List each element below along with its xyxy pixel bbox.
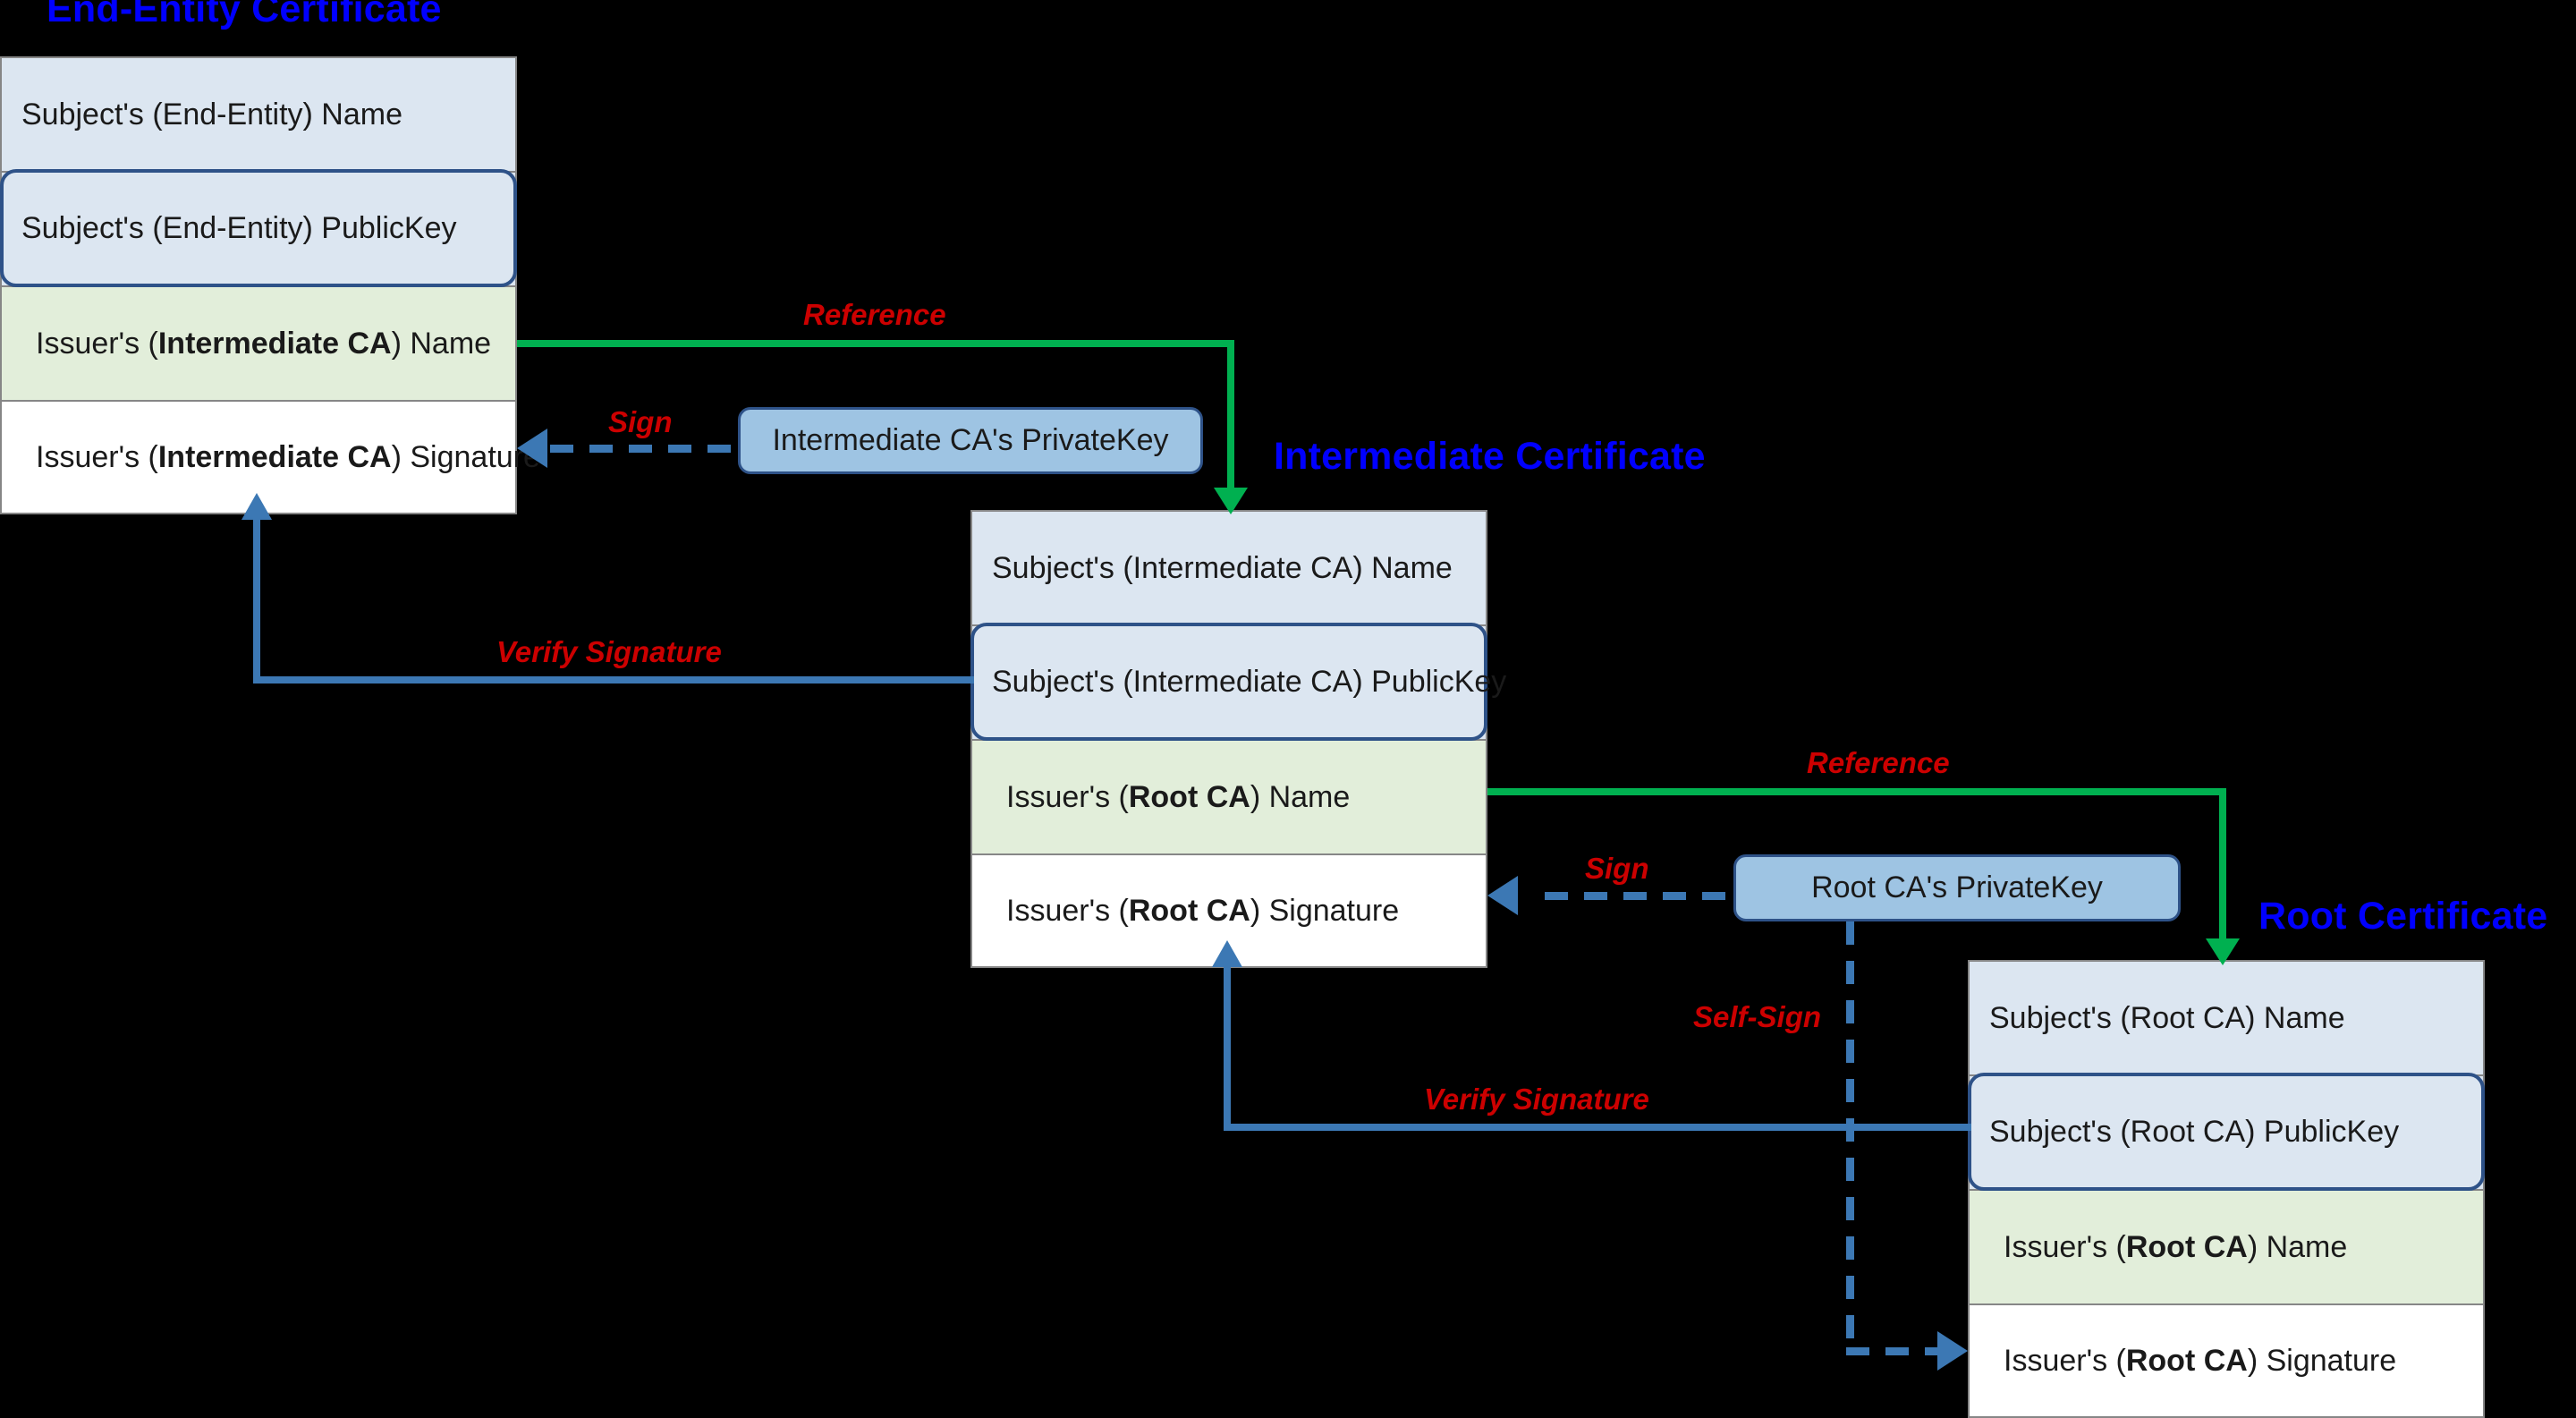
sign-edge-1-line [550, 445, 742, 453]
row-label: Issuer's (Root CA) Name [1006, 779, 1351, 814]
end-entity-certificate-title: End-Entity Certificate [47, 0, 442, 30]
sign-edge-1-arrowhead [517, 429, 547, 468]
row-label: Subject's (Intermediate CA) PublicKey [992, 664, 1507, 699]
intermediate-certificate-title: Intermediate Certificate [1274, 435, 1706, 478]
root-certificate-title: Root Certificate [2258, 895, 2548, 938]
reference-edge-1-arrowhead [1214, 488, 1248, 514]
intermediate-ca-privatekey-box[interactable]: Intermediate CA's PrivateKey [738, 407, 1203, 474]
row-label: Issuer's (Root CA) Name [2004, 1229, 2348, 1264]
reference-edge-2-arrowhead [2206, 938, 2240, 965]
reference-label-2: Reference [1807, 746, 1950, 779]
end-entity-certificate: Subject's (End-Entity) Name Subject's (E… [0, 56, 540, 514]
sign-edge-2-arrowhead [1487, 876, 1518, 915]
root-ca-privatekey-box[interactable]: Root CA's PrivateKey [1733, 854, 2181, 921]
sign-edge-2-line [1545, 892, 1737, 900]
root-publickey-row: Subject's (Root CA) PublicKey [1968, 1073, 2485, 1191]
sign-label-2: Sign [1585, 852, 1649, 885]
row-subject-name: Subject's (End-Entity) Name [0, 56, 517, 171]
self-sign-label: Self-Sign [1693, 1000, 1822, 1033]
privatekey-label: Intermediate CA's PrivateKey [772, 423, 1169, 457]
row-label: Subject's (Root CA) Name [1989, 1000, 2345, 1035]
row-subject-name: Subject's (Intermediate CA) Name [970, 510, 1487, 624]
intermediate-publickey-row: Subject's (Intermediate CA) PublicKey [970, 623, 1506, 741]
reference-edge-1-horizontal [517, 340, 1234, 347]
row-label: Issuer's (Root CA) Signature [2004, 1343, 2397, 1378]
sign-label-1: Sign [608, 405, 673, 438]
row-label: Subject's (End-Entity) PublicKey [21, 210, 457, 245]
row-label: Issuer's (Intermediate CA) Name [36, 326, 492, 361]
privatekey-label: Root CA's PrivateKey [1811, 870, 2103, 904]
row-issuer-name: Issuer's (Root CA) Name [1968, 1189, 2485, 1303]
verify-edge-1-vertical [253, 519, 260, 684]
verify-edge-1-arrowhead [242, 493, 272, 520]
reference-edge-2-vertical [2219, 788, 2226, 945]
verify-edge-2-vertical [1224, 966, 1231, 1131]
row-issuer-name: Issuer's (Intermediate CA) Name [0, 285, 517, 400]
self-sign-edge-vertical [1846, 921, 1854, 1355]
row-label: Issuer's (Intermediate CA) Signature [36, 439, 540, 474]
row-label: Subject's (End-Entity) Name [21, 97, 402, 132]
row-issuer-signature: Issuer's (Root CA) Signature [1968, 1303, 2485, 1418]
verify-edge-1-horizontal [253, 676, 974, 684]
verify-signature-label-1: Verify Signature [496, 635, 722, 668]
end-entity-publickey-row: Subject's (End-Entity) PublicKey [0, 169, 517, 287]
row-subject-name: Subject's (Root CA) Name [1968, 960, 2485, 1074]
self-sign-edge-arrowhead [1937, 1331, 1968, 1371]
reference-label-1: Reference [803, 298, 946, 331]
verify-signature-label-2: Verify Signature [1424, 1083, 1649, 1116]
row-label: Issuer's (Root CA) Signature [1006, 893, 1400, 928]
reference-edge-2-horizontal [1487, 788, 2226, 795]
row-issuer-signature: Issuer's (Intermediate CA) Signature [0, 400, 540, 514]
row-label: Subject's (Root CA) PublicKey [1989, 1114, 2400, 1149]
verify-edge-2-arrowhead [1212, 940, 1242, 967]
verify-edge-2-horizontal [1224, 1124, 1971, 1131]
row-issuer-name: Issuer's (Root CA) Name [970, 739, 1487, 853]
row-label: Subject's (Intermediate CA) Name [992, 550, 1453, 585]
reference-edge-1-vertical [1227, 340, 1234, 494]
self-sign-edge-horizontal [1846, 1347, 1940, 1355]
